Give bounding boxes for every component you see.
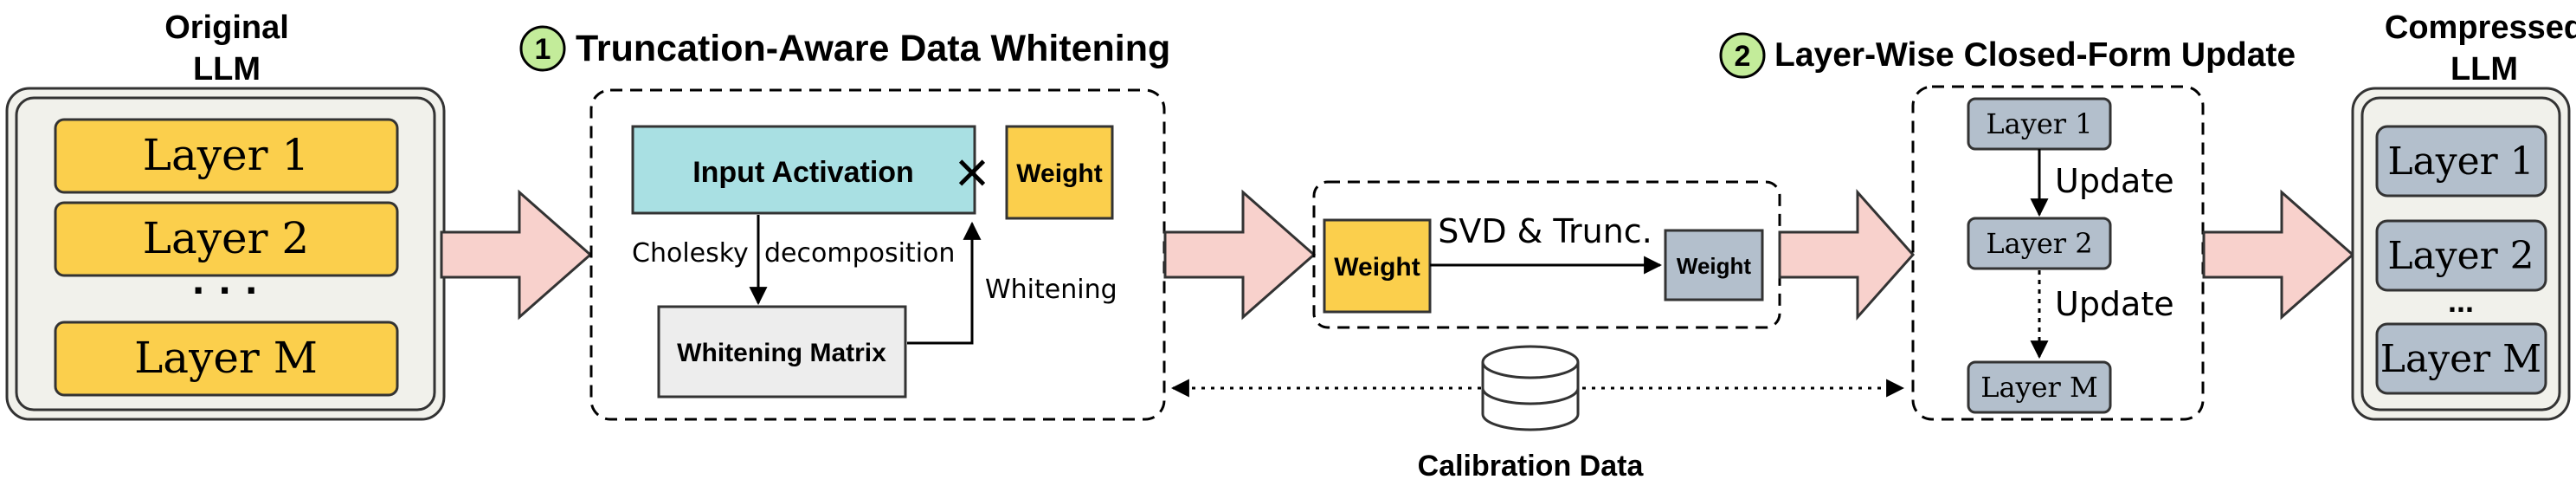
whitening-matrix-label: Whitening Matrix [677, 339, 886, 367]
step1-section: 1 Truncation-Aware Data Whitening Input … [519, 25, 1170, 421]
step2-title: Layer-Wise Closed-Form Update [1774, 36, 2296, 74]
svd-section: Weight SVD & Trunc. Weight [1312, 180, 1781, 329]
step1-container [589, 88, 1166, 421]
original-llm-title-line2: LLM [193, 51, 261, 87]
weight-box-input [1323, 218, 1432, 314]
compressed-llm-title-line1: Compressed [2385, 10, 2576, 46]
original-layer-1-label: Layer 1 [143, 130, 309, 180]
compressed-llm-inner-border [2360, 96, 2561, 411]
original-llm-inner-border [15, 96, 436, 411]
database-icon [1481, 345, 1580, 431]
input-activation-label: Input Activation [692, 156, 914, 189]
update-layer-m-label: Layer M [1980, 371, 2098, 404]
original-layer-m-label: Layer M [134, 333, 318, 383]
weight-label-step1: Weight [1016, 159, 1102, 188]
update-label-2: Update [2055, 285, 2174, 323]
flow-arrow-3 [1778, 189, 1916, 321]
step1-title: Truncation-Aware Data Whitening [576, 28, 1170, 69]
step1-badge-label: 1 [535, 33, 551, 66]
whitening-label: Whitening [985, 275, 1117, 305]
compressed-layer-ellipsis: ... [2448, 283, 2474, 319]
update-layer-2-label: Layer 2 [1986, 227, 2092, 260]
flow-arrow-1 [440, 189, 593, 321]
step1-badge [519, 25, 566, 72]
input-activation-box [631, 125, 976, 215]
cholesky-label: Cholesky [632, 238, 749, 269]
weight-box-output [1664, 229, 1764, 301]
step2-badge-label: 2 [1735, 40, 1751, 73]
multiply-icon: × [955, 139, 989, 205]
compressed-layer-1-label: Layer 1 [2387, 139, 2534, 184]
decomposition-label: decomposition [764, 238, 955, 269]
original-layer-1 [54, 118, 399, 194]
update-layer-2 [1967, 217, 2112, 270]
compressed-layer-2-label: Layer 2 [2387, 234, 2534, 278]
original-llm: Original LLM Layer 1 Layer 2 · · · Layer… [5, 10, 446, 421]
update-label-1: Update [2055, 162, 2174, 200]
compressed-layer-m [2375, 322, 2547, 395]
original-layer-2 [54, 201, 399, 277]
svd-trunc-label: SVD & Trunc. [1438, 212, 1652, 250]
calibration-label: Calibration Data [1418, 450, 1645, 483]
compressed-llm: Compressed LLM Layer 1 Layer 2 ... Layer… [2351, 10, 2576, 421]
compressed-layer-m-label: Layer M [2380, 337, 2541, 381]
step2-section: 2 Layer-Wise Closed-Form Update Layer 1 … [1719, 32, 2296, 421]
whitening-matrix-box [657, 305, 907, 399]
original-llm-title-line1: Original [164, 10, 289, 46]
original-layer-ellipsis: · · · [192, 266, 260, 314]
step2-badge [1719, 32, 1766, 79]
original-layer-m [54, 321, 399, 397]
compressed-layer-1 [2375, 125, 2547, 198]
compressed-llm-title-line2: LLM [2450, 51, 2518, 87]
flow-arrow-4 [2202, 189, 2355, 321]
weight-box-step1 [1005, 125, 1114, 220]
calibration-data: Calibration Data [1170, 345, 1905, 483]
weight-input-label: Weight [1334, 253, 1420, 282]
whitening-arrow [907, 221, 982, 345]
compressed-layer-2 [2375, 219, 2547, 292]
original-layer-2-label: Layer 2 [143, 213, 309, 263]
update-layer-m [1967, 360, 2112, 414]
update-layer-1-label: Layer 1 [1986, 107, 2092, 140]
weight-output-label: Weight [1677, 253, 1752, 279]
flow-arrow-2 [1163, 189, 1317, 321]
